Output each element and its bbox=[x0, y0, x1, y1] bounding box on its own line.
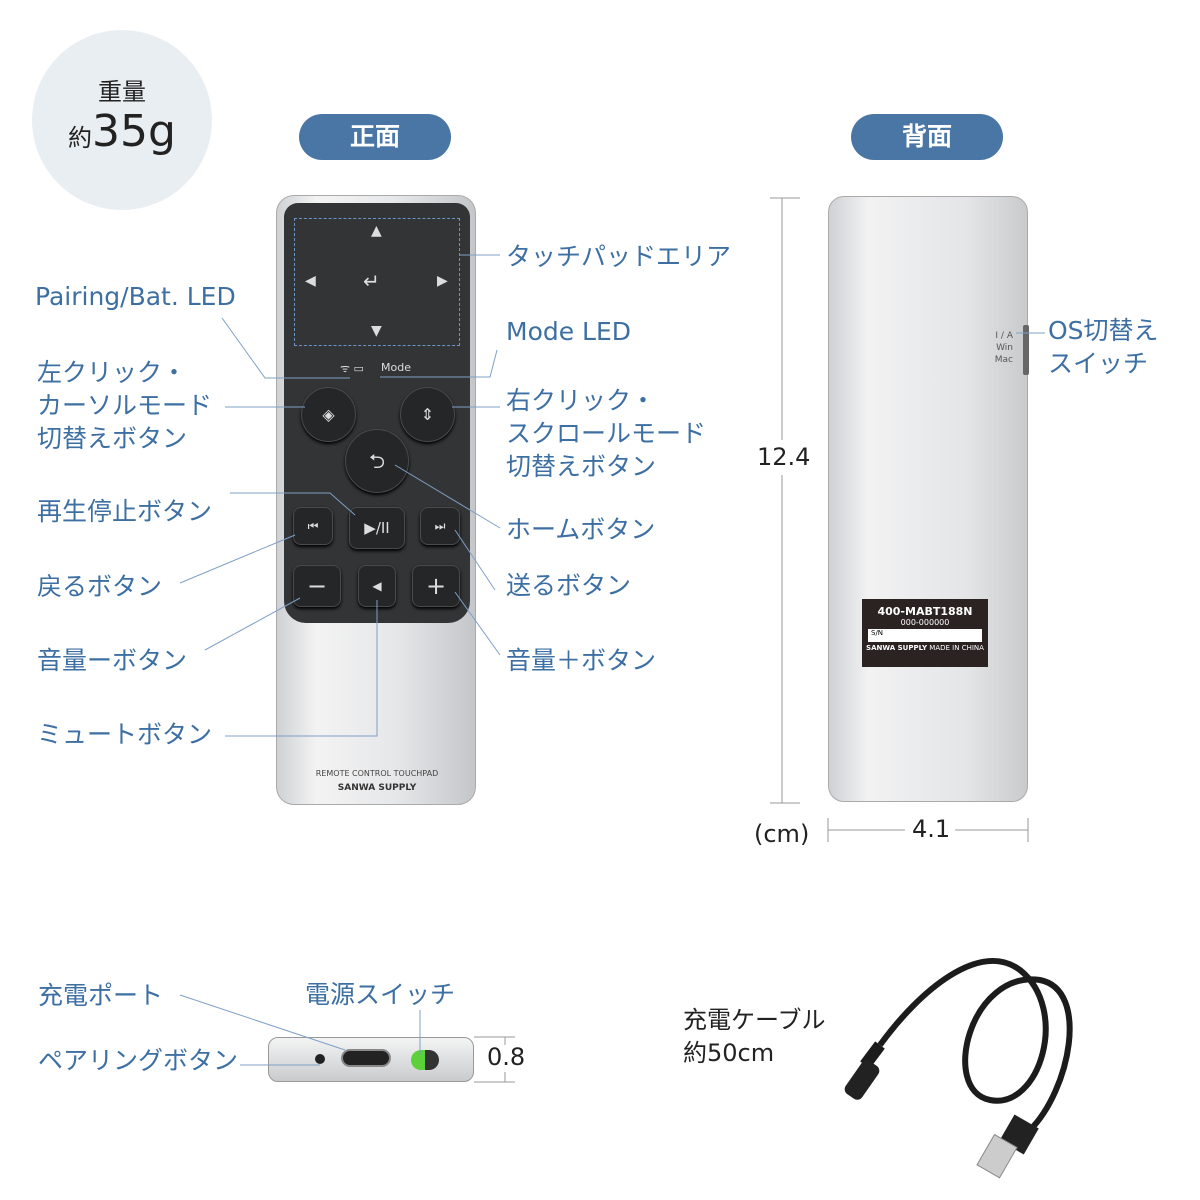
right-click-button[interactable]: ⇕ bbox=[400, 387, 455, 442]
plate-brand: SANWA SUPPLY bbox=[866, 644, 928, 652]
weight-value: 35g bbox=[92, 106, 176, 157]
enter-icon: ↵ bbox=[363, 269, 380, 293]
weight-title: 重量 bbox=[98, 78, 146, 106]
remote-face: ▲ ▼ ◀ ▶ ↵ ᯤ ▭ Mode ◈ ⇕ ⮌ ⏮ ▶/II ⏭ − ◀︎ + bbox=[284, 203, 470, 623]
volume-down-button[interactable]: − bbox=[293, 565, 341, 607]
label-left-click-1: 左クリック・ bbox=[37, 358, 187, 387]
remote-bottom-view bbox=[268, 1037, 474, 1082]
label-right-click-3: 切替えボタン bbox=[506, 452, 657, 481]
arrow-left-icon: ◀ bbox=[305, 273, 316, 289]
label-pairing-button: ペアリングボタン bbox=[38, 1046, 239, 1075]
power-switch[interactable] bbox=[411, 1050, 439, 1070]
volume-up-button[interactable]: + bbox=[412, 565, 460, 607]
spec-plate: 400-MABT188N 000-000000 S/N SANWA SUPPLY… bbox=[862, 599, 988, 667]
prev-button[interactable]: ⏮ bbox=[293, 507, 333, 545]
label-play: 再生停止ボタン bbox=[37, 497, 213, 526]
remote-front: ▲ ▼ ◀ ▶ ↵ ᯤ ▭ Mode ◈ ⇕ ⮌ ⏮ ▶/II ⏭ − ◀︎ +… bbox=[276, 195, 476, 805]
home-button[interactable]: ⮌ bbox=[345, 429, 409, 493]
play-pause-button[interactable]: ▶/II bbox=[349, 507, 405, 549]
next-button[interactable]: ⏭ bbox=[420, 507, 460, 545]
weight-badge: 重量 約35g bbox=[32, 30, 212, 210]
label-os-switch-2: スイッチ bbox=[1048, 349, 1149, 378]
dim-thickness: 0.8 bbox=[487, 1043, 526, 1071]
arrow-down-icon: ▼ bbox=[371, 323, 382, 339]
dim-height: 12.4 bbox=[757, 443, 811, 471]
label-mode-led: Mode LED bbox=[506, 317, 632, 346]
usb-cable-image bbox=[844, 958, 1073, 1179]
dim-unit: (cm) bbox=[754, 820, 810, 848]
label-next: 送るボタン bbox=[506, 571, 632, 600]
label-left-click-2: カーソルモード bbox=[37, 391, 213, 420]
switch-pos-win: Win bbox=[996, 343, 1013, 353]
dim-width: 4.1 bbox=[912, 815, 951, 843]
back-badge: 背面 bbox=[851, 114, 1003, 160]
plate-sn: S/N bbox=[868, 629, 982, 642]
left-click-button[interactable]: ◈ bbox=[301, 387, 356, 442]
cable-length: 約50cm bbox=[683, 1039, 775, 1067]
label-pairing-led: Pairing/Bat. LED bbox=[35, 282, 236, 311]
label-right-click-2: スクロールモード bbox=[506, 419, 707, 448]
label-touchpad: タッチパッドエリア bbox=[506, 242, 732, 271]
mute-button[interactable]: ◀︎ bbox=[358, 565, 396, 607]
label-prev: 戻るボタン bbox=[37, 572, 163, 601]
arrow-up-icon: ▲ bbox=[371, 223, 382, 239]
switch-pos-mac: Mac bbox=[994, 355, 1013, 365]
touchpad-area[interactable]: ▲ ▼ ◀ ▶ ↵ bbox=[294, 218, 460, 346]
label-home: ホームボタン bbox=[506, 515, 656, 544]
label-charge-port: 充電ポート bbox=[38, 981, 164, 1010]
label-os-switch-1: OS切替え bbox=[1048, 316, 1159, 345]
mode-led-label: Mode bbox=[381, 361, 411, 374]
remote-back: I / A Win Mac 400-MABT188N 000-000000 S/… bbox=[828, 196, 1029, 802]
plate-cert: 000-000000 bbox=[900, 618, 950, 627]
label-power-switch: 電源スイッチ bbox=[305, 980, 456, 1009]
cable-title: 充電ケーブル bbox=[683, 1006, 826, 1034]
pairing-button[interactable] bbox=[315, 1054, 325, 1064]
remote-brand-logo: SANWA SUPPLY bbox=[337, 783, 417, 793]
label-right-click-1: 右クリック・ bbox=[506, 386, 656, 415]
weight-prefix: 約 bbox=[68, 124, 93, 152]
plate-origin: MADE IN CHINA bbox=[929, 644, 984, 652]
remote-model-text: REMOTE CONTROL TOUCHPAD bbox=[315, 769, 439, 778]
usb-c-port bbox=[341, 1049, 391, 1067]
os-switch[interactable] bbox=[1023, 325, 1029, 375]
arrow-right-icon: ▶ bbox=[437, 273, 448, 289]
plate-model: 400-MABT188N bbox=[877, 605, 973, 618]
front-badge: 正面 bbox=[299, 114, 451, 160]
label-mute: ミュートボタン bbox=[37, 720, 213, 749]
label-volume-up: 音量＋ボタン bbox=[506, 646, 657, 675]
label-left-click-3: 切替えボタン bbox=[37, 424, 188, 453]
wifi-battery-icon: ᯤ ▭ bbox=[340, 362, 364, 375]
label-volume-down: 音量ーボタン bbox=[37, 646, 188, 675]
switch-pos-ia: I / A bbox=[995, 331, 1013, 341]
